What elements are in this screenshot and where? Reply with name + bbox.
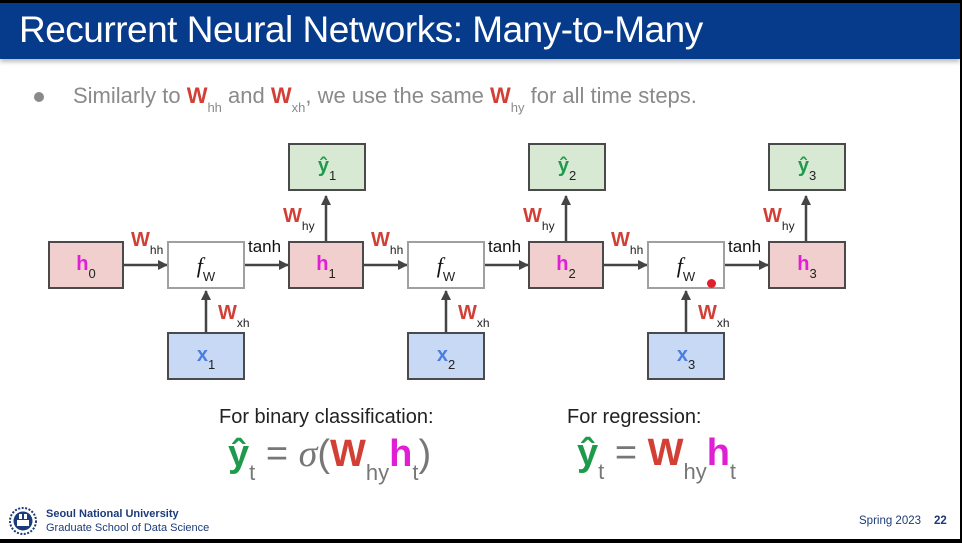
school-name: Graduate School of Data Science xyxy=(46,522,210,534)
rnn-cell-1: fW xyxy=(167,241,245,289)
hidden-state-h1: h1 xyxy=(288,241,364,289)
binary-classification-formula: ŷt = σ(Whyht) xyxy=(228,433,432,485)
weight-label-why-2: Why xyxy=(523,205,555,233)
weight-label-why-1: Why xyxy=(283,205,315,233)
slide: Recurrent Neural Networks: Many-to-Many … xyxy=(0,3,960,539)
bullet-icon xyxy=(34,92,44,102)
bullet-text: Similarly to Whh and Wxh, we use the sam… xyxy=(73,83,697,115)
input-x1: x1 xyxy=(167,332,245,380)
weight-label-whh-3: Whh xyxy=(611,229,644,257)
weight-label-wxh-1: Wxh xyxy=(218,302,250,330)
regression-formula: ŷt = Whyht xyxy=(577,432,737,484)
activation-label-1: tanh xyxy=(248,237,282,256)
weight-label-wxh-2: Wxh xyxy=(458,302,490,330)
rnn-diagram-arrows xyxy=(123,195,811,332)
weight-label-whh-1: Whh xyxy=(131,229,164,257)
semester-label: Spring 2023 xyxy=(859,515,922,527)
university-name: Seoul National University xyxy=(46,508,179,520)
output-y3: ŷ3 xyxy=(768,143,846,191)
weight-label-whh-2: Whh xyxy=(371,229,404,257)
hidden-state-h2: h2 xyxy=(528,241,604,289)
weight-label-why-3: Why xyxy=(763,205,795,233)
slide-title: Recurrent Neural Networks: Many-to-Many xyxy=(19,9,703,50)
regression-label: For regression: xyxy=(567,406,702,428)
weight-label-wxh-3: Wxh xyxy=(698,302,730,330)
page-number: 22 xyxy=(934,515,947,527)
slide-header: Recurrent Neural Networks: Many-to-Many xyxy=(0,3,960,59)
rnn-cell-2: fW xyxy=(407,241,485,289)
binary-classification-label: For binary classification: xyxy=(219,406,434,428)
output-y2: ŷ2 xyxy=(528,143,606,191)
output-y1: ŷ1 xyxy=(288,143,366,191)
activation-label-3: tanh xyxy=(728,237,762,256)
pointer-dot xyxy=(707,279,716,288)
hidden-state-h0: h0 xyxy=(48,241,124,289)
hidden-state-h3: h3 xyxy=(768,241,846,289)
activation-label-2: tanh xyxy=(488,237,522,256)
input-x2: x2 xyxy=(407,332,485,380)
university-logo-icon xyxy=(9,507,37,535)
input-x3: x3 xyxy=(647,332,725,380)
